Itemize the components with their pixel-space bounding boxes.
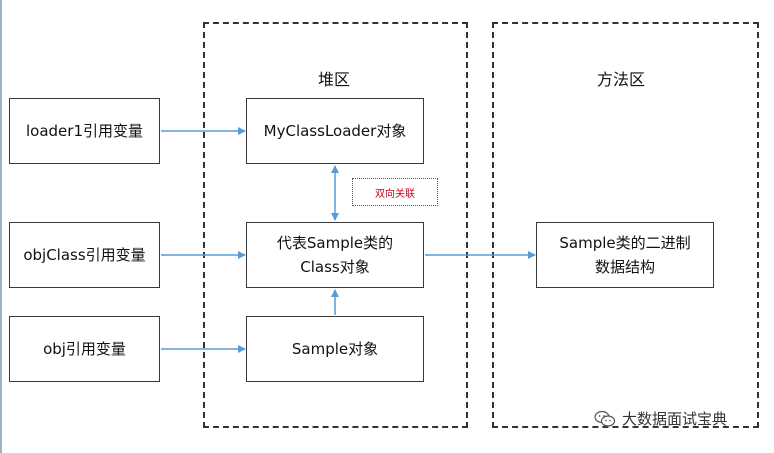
myclassloader-object-box: MyClassLoader对象: [246, 98, 424, 164]
sample-object-label: Sample对象: [291, 340, 379, 358]
watermark: 大数据面试宝典: [594, 408, 727, 429]
watermark-text: 大数据面试宝典: [622, 410, 728, 428]
objclass-variable-box: objClass引用变量: [9, 222, 160, 288]
method-area-title: 方法区: [597, 70, 646, 89]
heap-region: [203, 22, 468, 428]
left-edge-line: [0, 0, 2, 453]
obj-variable-label: obj引用变量: [43, 340, 126, 358]
binary-structure-box: Sample类的二进制 数据结构: [536, 222, 714, 288]
binary-structure-label-line1: Sample类的二进制: [559, 234, 691, 252]
wechat-icon: [594, 410, 616, 427]
myclassloader-object-label: MyClassLoader对象: [263, 122, 407, 140]
class-object-box: 代表Sample类的 Class对象: [246, 222, 424, 288]
objclass-variable-label: objClass引用变量: [23, 246, 146, 264]
bidirectional-relation-note: 双向关联: [352, 178, 438, 206]
sample-object-box: Sample对象: [246, 316, 424, 382]
obj-variable-box: obj引用变量: [9, 316, 160, 382]
heap-region-title: 堆区: [318, 70, 351, 89]
class-object-label-line1: 代表Sample类的: [276, 234, 394, 252]
class-object-label-line2: Class对象: [300, 258, 370, 276]
binary-structure-label-line2: 数据结构: [594, 258, 655, 276]
loader-variable-box: loader1引用变量: [9, 98, 160, 164]
method-area-region: [492, 22, 759, 428]
loader-variable-label: loader1引用变量: [26, 122, 143, 140]
